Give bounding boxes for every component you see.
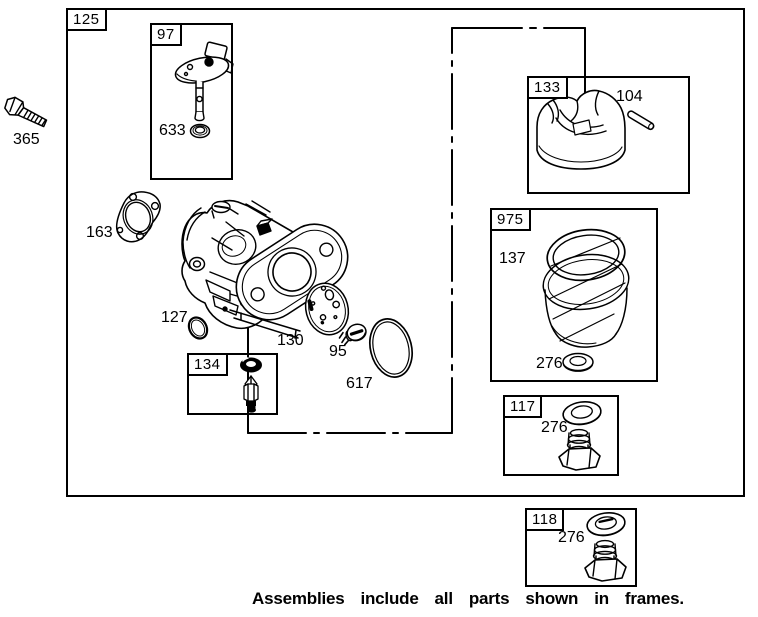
frame-133-label: 133 bbox=[527, 76, 568, 99]
frame-117-label: 117 bbox=[503, 395, 543, 418]
assemblies-note: Assemblies include all parts shown in fr… bbox=[252, 589, 684, 611]
part-label-127: 127 bbox=[161, 309, 188, 326]
part-label-276-117: 276 bbox=[541, 419, 568, 436]
part-label-163: 163 bbox=[86, 224, 113, 241]
frame-97: 97 bbox=[150, 23, 233, 180]
frame-125: 125 bbox=[66, 8, 745, 497]
frame-117: 117 bbox=[503, 395, 619, 476]
caption-word: include bbox=[360, 589, 419, 608]
frame-975: 975 bbox=[490, 208, 658, 382]
seal-127-drawing bbox=[187, 316, 209, 340]
washer-276-118-drawing bbox=[584, 509, 628, 539]
float-133-drawing bbox=[536, 89, 626, 170]
part-label-104: 104 bbox=[616, 88, 643, 105]
frame-125-label: 125 bbox=[66, 8, 107, 31]
screw-95-drawing bbox=[338, 323, 367, 346]
caption-word: in bbox=[594, 589, 609, 608]
caption-word: parts bbox=[468, 589, 510, 608]
bolt-365-drawing bbox=[4, 96, 48, 128]
caption-word: frames. bbox=[624, 589, 684, 608]
frame-133: 133 bbox=[527, 76, 690, 194]
caption-word: shown bbox=[525, 589, 579, 608]
part-label-276-bowl: 276 bbox=[536, 355, 563, 372]
frame-118: 118 bbox=[525, 508, 637, 587]
part-label-95: 95 bbox=[329, 343, 347, 360]
oring-617-drawing bbox=[369, 318, 413, 378]
pin-104-drawing bbox=[627, 110, 655, 131]
frame-97-label: 97 bbox=[150, 23, 182, 46]
needle-valve-134-drawing bbox=[240, 357, 262, 413]
caption-word: Assemblies bbox=[252, 589, 345, 608]
valve-97-drawing bbox=[174, 41, 234, 139]
frame-134-label: 134 bbox=[187, 353, 228, 376]
caption-word: all bbox=[434, 589, 454, 608]
part-label-276-118: 276 bbox=[558, 529, 585, 546]
frame-134: 134 bbox=[187, 353, 278, 415]
part-label-365: 365 bbox=[13, 131, 40, 148]
part-label-617: 617 bbox=[346, 375, 373, 392]
frame-975-label: 975 bbox=[490, 208, 531, 231]
part-label-137: 137 bbox=[499, 250, 526, 267]
float-bowl-975-drawing bbox=[542, 228, 630, 372]
part-label-130: 130 bbox=[277, 332, 304, 349]
part-label-633: 633 bbox=[159, 122, 186, 139]
gasket-163-drawing bbox=[115, 191, 161, 243]
carburetor-flange-drawing bbox=[235, 223, 349, 321]
plate-130-drawing bbox=[304, 282, 350, 336]
frame-118-label: 118 bbox=[525, 508, 565, 531]
